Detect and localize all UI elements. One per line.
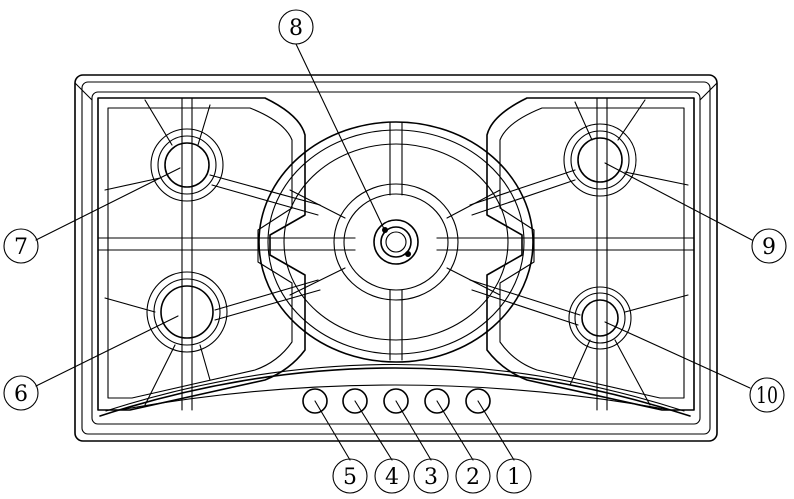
burner-8 (373, 219, 419, 265)
callout-5: 5 (332, 458, 368, 494)
callout-label-8: 8 (289, 16, 303, 41)
cooktop-panel (74, 74, 718, 442)
callout-4: 4 (374, 458, 410, 494)
callout-label-7: 7 (14, 235, 28, 260)
front-curve (99, 364, 691, 417)
knob-1 (465, 388, 491, 414)
knob-5 (302, 388, 328, 414)
knob-2 (424, 388, 450, 414)
callout-8: 8 (278, 9, 314, 45)
burner-10 (568, 286, 632, 350)
callout-7: 7 (3, 228, 39, 264)
burner-9 (563, 123, 637, 197)
knob-4 (342, 388, 368, 414)
leader-lines (35, 43, 753, 461)
burner-7 (150, 128, 224, 202)
callout-3: 3 (413, 458, 449, 494)
burner-6 (146, 271, 228, 353)
callout-label-4: 4 (385, 465, 399, 490)
callout-6: 6 (3, 375, 39, 411)
callout-label-3: 3 (424, 465, 438, 490)
callout-2: 2 (455, 458, 491, 494)
knob-3 (383, 388, 409, 414)
callout-label-2: 2 (466, 465, 480, 490)
center-grate (258, 121, 534, 363)
callout-1: 1 (496, 458, 532, 494)
callout-label-6: 6 (14, 382, 28, 407)
callout-label-1: 1 (507, 465, 521, 490)
callout-label-5: 5 (343, 465, 357, 490)
callout-9: 9 (751, 228, 787, 264)
callout-label-9: 9 (762, 235, 776, 260)
callout-label-10: 10 (756, 384, 778, 409)
callout-10: 10 (749, 377, 785, 413)
